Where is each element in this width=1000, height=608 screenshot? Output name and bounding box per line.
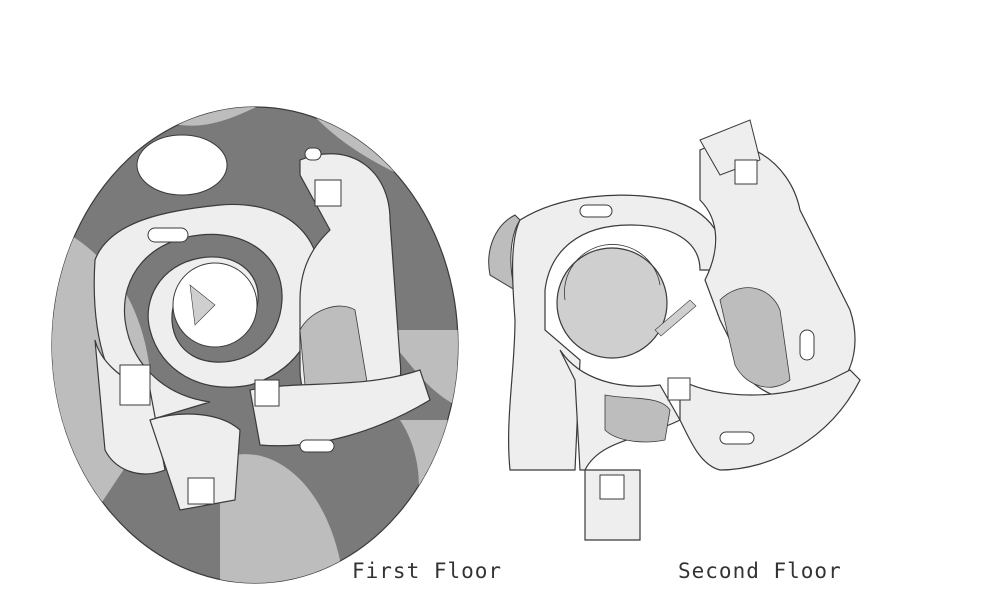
stair-core xyxy=(667,377,691,401)
landscape-swath xyxy=(380,330,458,410)
landscape-swath xyxy=(52,300,71,440)
courtyard-ellipse xyxy=(136,134,228,196)
hall-shaded xyxy=(719,287,791,388)
first-floor-caption: First Floor xyxy=(352,559,503,583)
south-arm xyxy=(559,349,681,541)
core-capsule xyxy=(719,431,755,445)
stair-core xyxy=(734,159,758,185)
atrium-stair xyxy=(189,284,216,326)
west-wing xyxy=(94,339,166,475)
entry-block xyxy=(149,413,241,511)
core-capsule xyxy=(579,204,613,218)
core-capsule xyxy=(147,227,189,243)
core-capsule xyxy=(799,329,815,361)
stair-core xyxy=(314,179,342,207)
landscape-swath xyxy=(220,454,340,583)
atrium-ring xyxy=(564,244,661,301)
core-capsule xyxy=(299,439,335,453)
first-floor-plan xyxy=(51,106,459,584)
second-floor-caption: Second Floor xyxy=(678,559,842,583)
stair-core xyxy=(254,379,280,407)
ramp xyxy=(654,299,697,337)
central-void xyxy=(556,247,668,359)
west-wing xyxy=(508,194,724,471)
stair-core xyxy=(599,474,625,500)
stair-core xyxy=(187,477,215,505)
stair-core xyxy=(119,364,151,406)
second-floor-plan xyxy=(488,119,861,541)
area-shaded xyxy=(604,394,671,443)
core-capsule xyxy=(304,147,322,161)
southeast-wing xyxy=(679,369,861,471)
